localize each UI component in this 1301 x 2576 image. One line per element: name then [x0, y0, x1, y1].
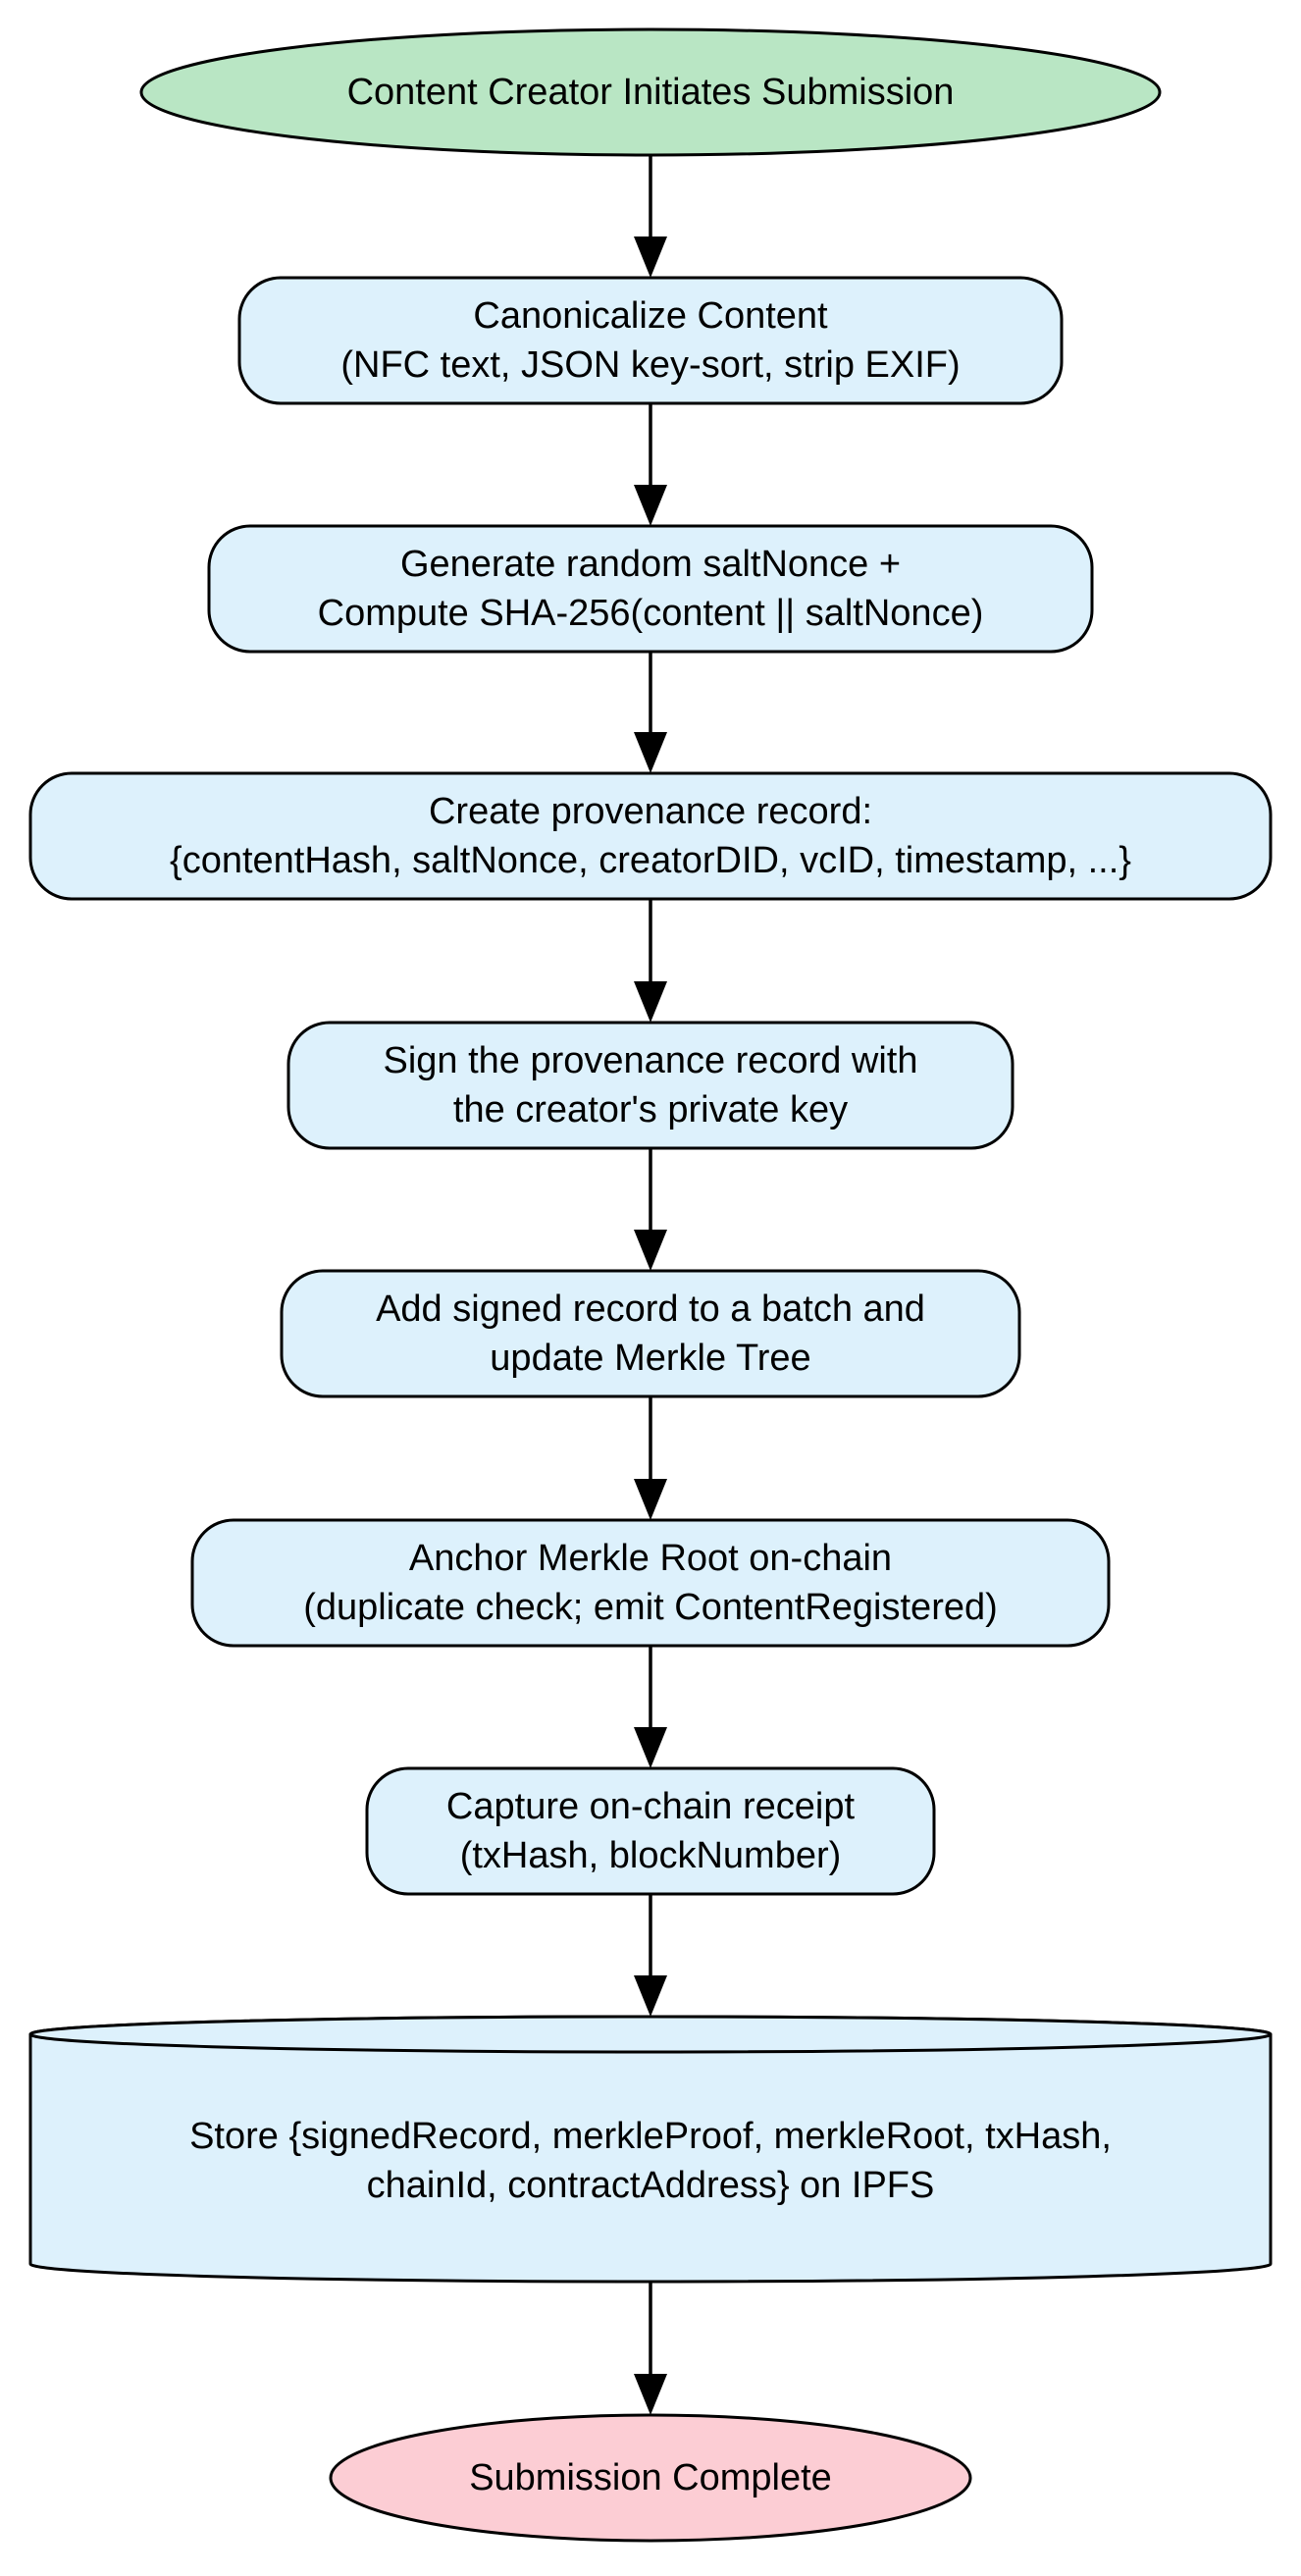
arrowhead-icon [634, 1727, 667, 1768]
node-sign: Sign the provenance record with the creat… [286, 1021, 1015, 1150]
node-store-cylinder-top [28, 2015, 1273, 2054]
node-start-ellipse [139, 27, 1162, 157]
node-canonicalize-box [237, 276, 1064, 405]
edge-arrow-receipt-to-store [634, 1894, 667, 2017]
edge-arrow-anchor-to-receipt [634, 1646, 667, 1768]
node-anchor-label-line-1: Anchor Merkle Root on-chain [409, 1538, 892, 1579]
edge-layer [634, 155, 667, 2415]
node-record-label-line-2: {contentHash, saltNonce, creatorDID, vcI… [170, 840, 1131, 881]
node-end-label-line-1: Submission Complete [469, 2457, 832, 2498]
node-receipt-box [365, 1766, 936, 1896]
node-batch-label-line-1: Add signed record to a batch and [376, 1288, 925, 1330]
node-sign-box [286, 1021, 1015, 1150]
node-start-label-line-1: Content Creator Initiates Submission [347, 72, 955, 113]
node-layer: Content Creator Initiates SubmissionCano… [28, 27, 1273, 2543]
node-sign-label-line-2: the creator's private key [453, 1089, 848, 1130]
node-record-label-line-1: Create provenance record: [429, 791, 872, 832]
arrowhead-icon [634, 732, 667, 773]
node-batch-label-line-2: update Merkle Tree [490, 1338, 810, 1379]
node-batch: Add signed record to a batch and update M… [280, 1269, 1021, 1398]
node-sign-label-line-1: Sign the provenance record with [384, 1040, 918, 1081]
node-record: Create provenance record: {contentHash, s… [28, 771, 1273, 901]
node-hash-label-line-2: Compute SHA-256(content || saltNonce) [318, 593, 984, 634]
node-receipt-label-line-1: Capture on-chain receipt [446, 1786, 856, 1827]
node-hash: Generate random saltNonce + Compute SHA-2… [207, 524, 1094, 654]
node-end-ellipse [329, 2413, 972, 2543]
node-canonicalize-label-line-1: Canonicalize Content [473, 295, 828, 337]
node-hash-label-line-1: Generate random saltNonce + [400, 544, 901, 585]
node-start: Content Creator Initiates Submission [139, 27, 1162, 157]
edge-arrow-hash-to-record [634, 652, 667, 773]
arrowhead-icon [634, 237, 667, 278]
edge-arrow-start-to-canonicalize [634, 155, 667, 278]
node-end: Submission Complete [329, 2413, 972, 2543]
arrowhead-icon [634, 1230, 667, 1271]
node-canonicalize: Canonicalize Content (NFC text, JSON key-… [237, 276, 1064, 405]
node-batch-box [280, 1269, 1021, 1398]
arrowhead-icon [634, 485, 667, 526]
node-store-label-line-1: Store {signedRecord, merkleProof, merkle… [189, 2116, 1112, 2157]
node-canonicalize-label-line-2: (NFC text, JSON key-sort, strip EXIF) [340, 344, 960, 386]
arrowhead-icon [634, 1479, 667, 1520]
arrowhead-icon [634, 2374, 667, 2415]
edge-arrow-store-to-end [634, 2282, 667, 2415]
edge-arrow-batch-to-anchor [634, 1396, 667, 1520]
node-receipt: Capture on-chain receipt (txHash, blockNu… [365, 1766, 936, 1896]
arrowhead-icon [634, 981, 667, 1023]
edge-arrow-record-to-sign [634, 899, 667, 1023]
node-store: Store {signedRecord, merkleProof, merkle… [28, 2015, 1273, 2284]
node-record-box [28, 771, 1273, 901]
node-hash-box [207, 524, 1094, 654]
node-anchor-label-line-2: (duplicate check; emit ContentRegistered… [303, 1587, 998, 1628]
node-receipt-label-line-2: (txHash, blockNumber) [460, 1835, 842, 1876]
arrowhead-icon [634, 1975, 667, 2017]
node-anchor-box [190, 1518, 1111, 1648]
node-anchor: Anchor Merkle Root on-chain (duplicate ch… [190, 1518, 1111, 1648]
edge-arrow-canonicalize-to-hash [634, 403, 667, 526]
node-store-label-line-2: chainId, contractAddress} on IPFS [367, 2165, 935, 2206]
edge-arrow-sign-to-batch [634, 1148, 667, 1271]
